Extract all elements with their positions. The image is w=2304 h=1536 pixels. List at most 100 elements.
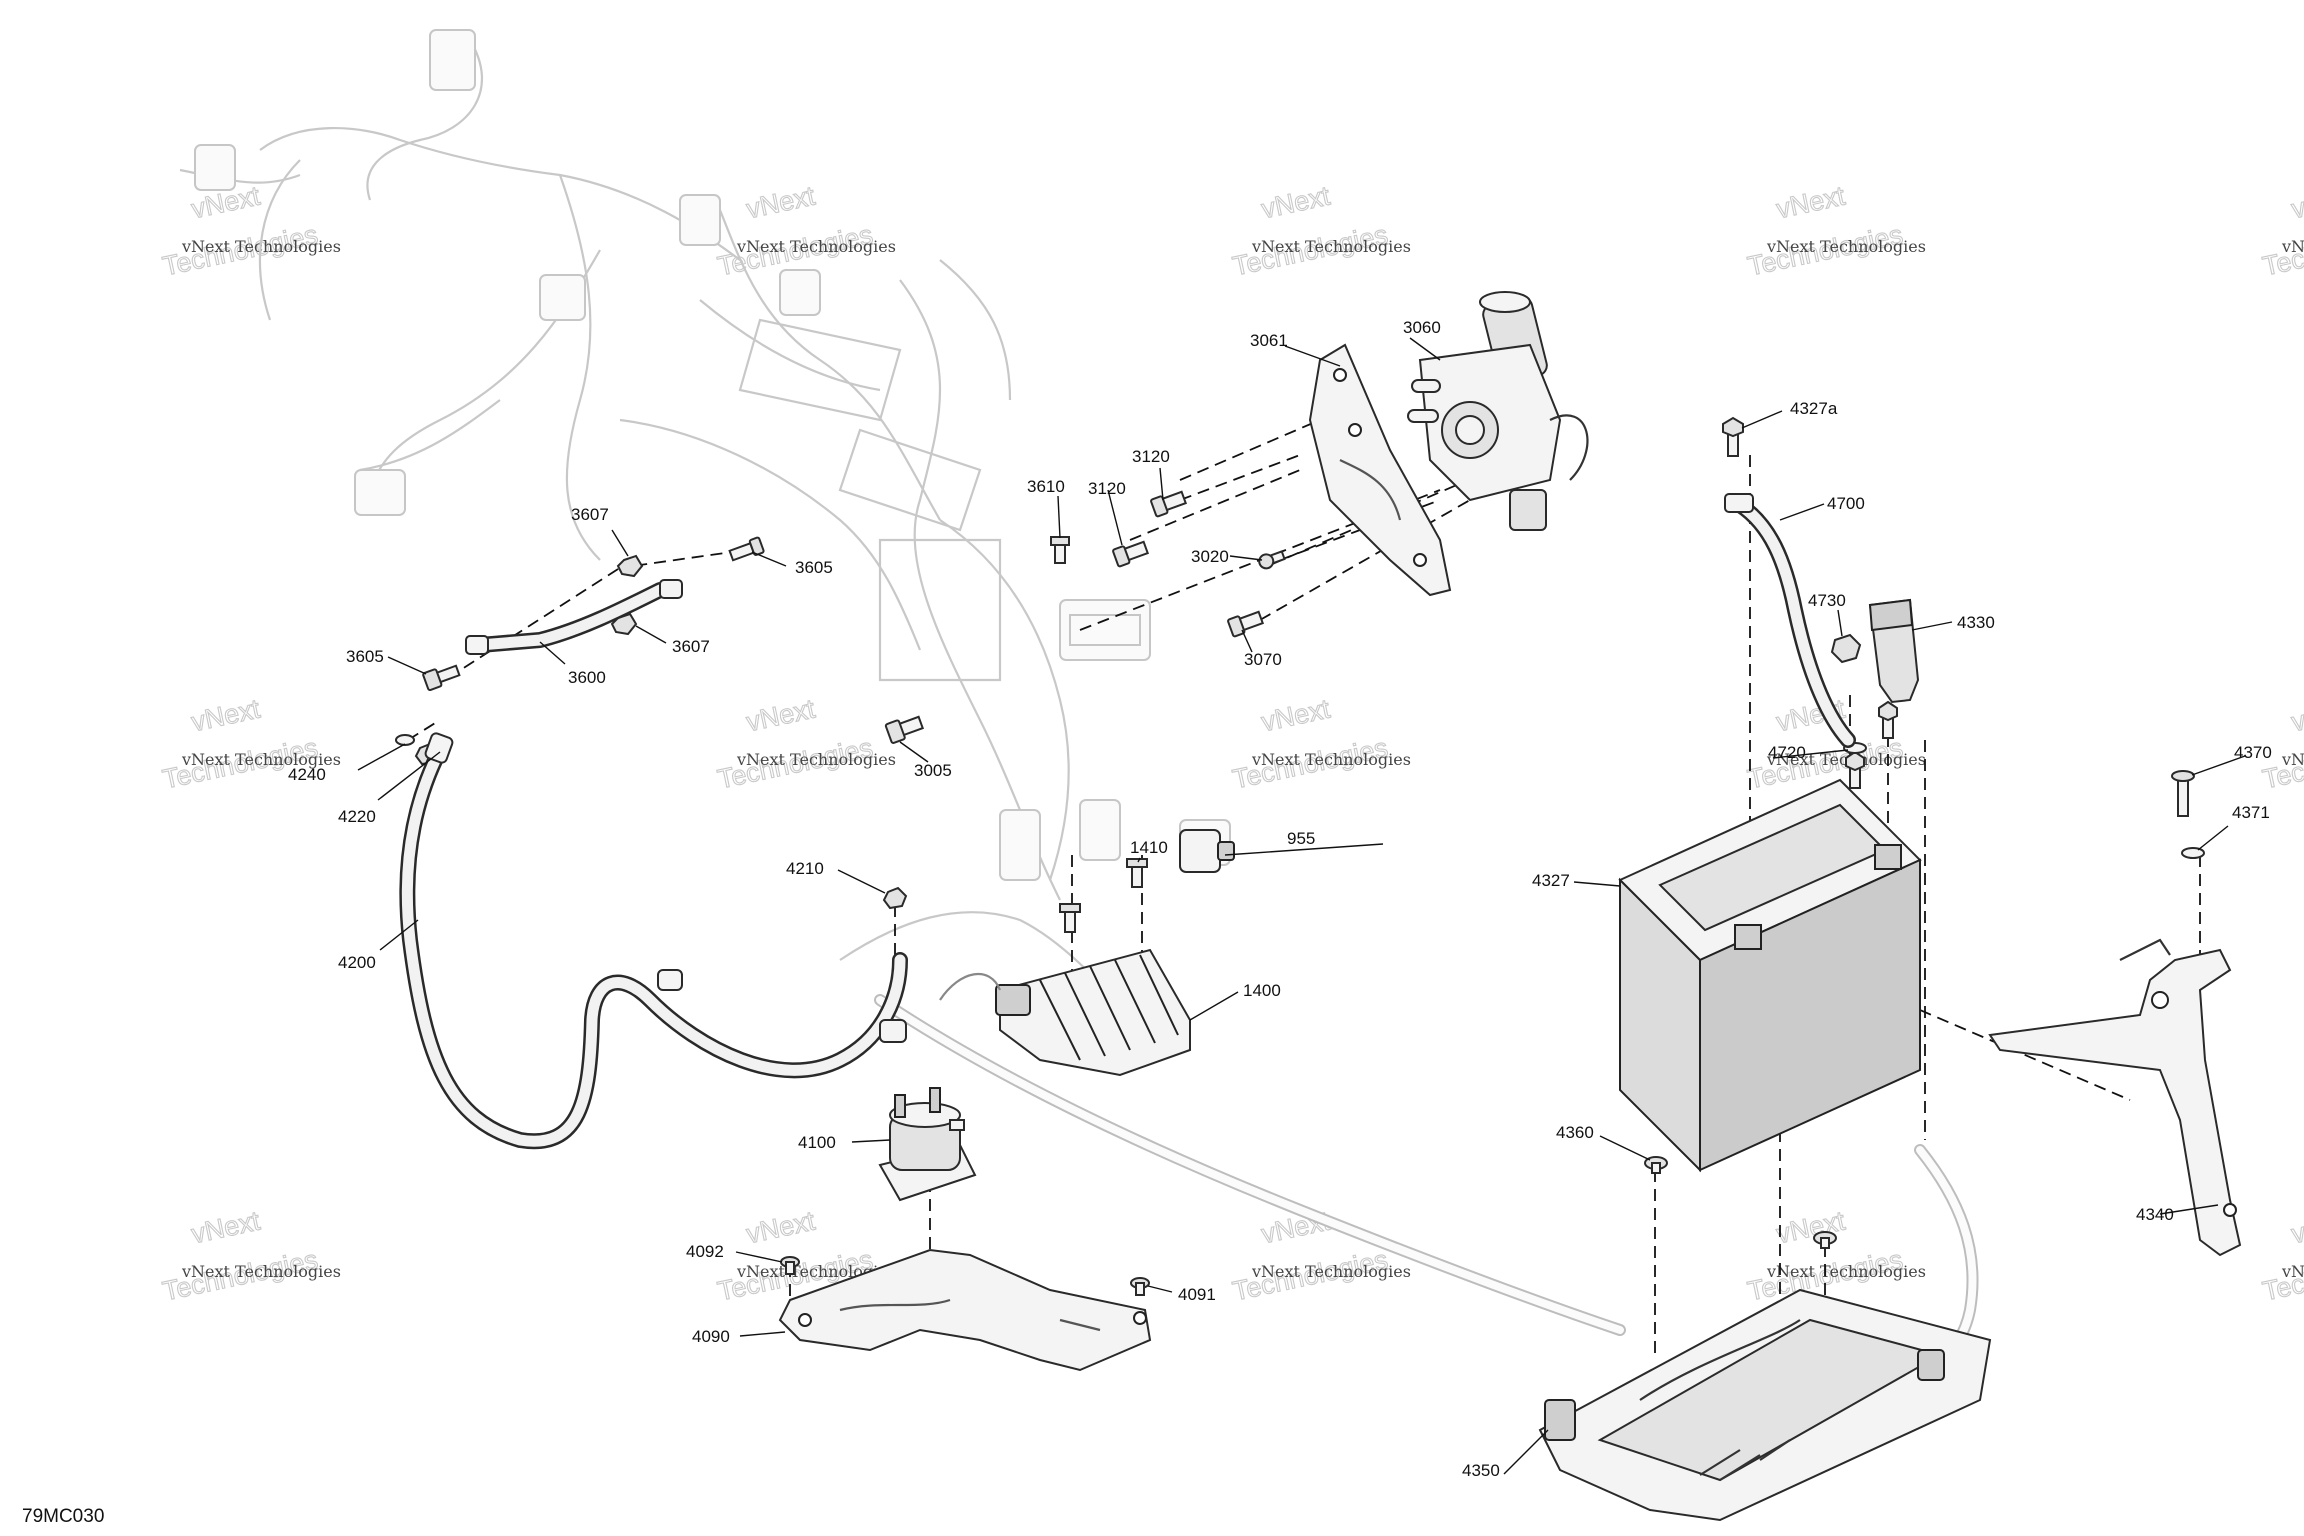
regulator-connector — [995, 984, 1031, 1016]
bolt-head — [748, 536, 765, 556]
clip-4360-b — [1813, 1231, 1837, 1249]
tray-rib — [1639, 1319, 1801, 1401]
tray-clip — [1917, 1349, 1945, 1381]
rivet-shank — [785, 1261, 795, 1275]
battery-4327 — [1618, 778, 1922, 1173]
bracket-rib — [1059, 1318, 1101, 1332]
bolt-head — [1227, 615, 1246, 638]
solenoid-terminal — [894, 1094, 906, 1118]
watermark-label: vNext Technologies — [736, 750, 896, 769]
callout-4340: 4340 — [2136, 1205, 2174, 1224]
leader-line — [1229, 555, 1263, 561]
watermark-label: vNext Technologies — [181, 750, 341, 769]
bolt-head — [1112, 545, 1131, 568]
leader-line — [2159, 1204, 2219, 1215]
cable-lug — [465, 635, 489, 655]
connector-body — [1179, 829, 1221, 873]
bolt-head — [1878, 700, 1898, 722]
harness-connector — [779, 269, 821, 316]
harness-junction — [838, 428, 982, 532]
watermark: vNext Technologies vNext Technologies — [2259, 180, 2304, 282]
assembly-line — [1259, 499, 1471, 621]
bracket-hole — [2151, 991, 2169, 1009]
leader-line — [1741, 410, 1783, 429]
bolt-4370 — [2171, 770, 2195, 817]
regulator-fin — [1089, 965, 1131, 1051]
leader-line — [1503, 1429, 1549, 1475]
harness-connector — [539, 274, 586, 321]
watermark-top-text: vNext — [1774, 1206, 1848, 1250]
bolt-3120-lower — [1112, 540, 1150, 568]
regulator-fin — [1114, 959, 1156, 1044]
regulator-body — [999, 948, 1191, 1077]
bolt-3020 — [1258, 550, 1286, 570]
harness-connector — [354, 469, 406, 516]
leader-line — [611, 529, 629, 557]
harness-branch — [259, 126, 741, 261]
washer-body — [2181, 847, 2205, 859]
nut-4210 — [882, 886, 908, 910]
bracket-3061 — [1308, 343, 1452, 597]
callout-labels: 3060 3061 3120 3120 3610 3020 3070 3607 … — [288, 318, 2272, 1480]
bolt-shank — [1131, 864, 1143, 888]
callout-3120: 3120 — [1132, 447, 1170, 466]
callout-4240: 4240 — [288, 765, 326, 784]
battery-terminal-negative — [1734, 924, 1762, 950]
leader-line — [1409, 337, 1441, 361]
callout-4210: 4210 — [786, 859, 824, 878]
watermark-top-text: vNext — [2289, 694, 2304, 738]
leader-line — [1779, 503, 1825, 521]
watermark: vNext Technologies vNext Technologies — [1229, 180, 1410, 282]
bracket-tab — [2119, 938, 2171, 961]
bracket-body — [1988, 948, 2242, 1257]
callout-4200: 4200 — [338, 953, 376, 972]
callout-955: 955 — [1287, 829, 1315, 848]
regulator-lead — [939, 972, 1002, 1001]
bolt-head — [422, 668, 443, 691]
terminal-cover-4330 — [1868, 598, 1920, 704]
callout-4327a: 4327a — [1790, 399, 1838, 418]
watermark-top-text: vNext — [2289, 1206, 2304, 1250]
harness-branch — [619, 418, 922, 651]
watermark-top-text: vNext — [744, 694, 818, 738]
harness-junction — [738, 318, 902, 422]
bracket-hole — [2223, 1203, 2237, 1217]
callout-4091: 4091 — [1178, 1285, 1216, 1304]
rivet-shank — [1135, 1282, 1145, 1296]
bracket-body — [778, 1248, 1152, 1372]
callout-3605: 3605 — [346, 647, 384, 666]
watermark-top-text: vNext — [1774, 181, 1848, 225]
harness-connector — [194, 144, 236, 191]
leader-line — [1159, 467, 1164, 501]
harness-main-run-inner — [876, 996, 1624, 1334]
nut-body — [882, 886, 908, 910]
leader-lines — [357, 337, 2246, 1475]
harness-branch — [366, 39, 483, 201]
nut-body — [616, 554, 644, 578]
connector-955 — [1179, 829, 1235, 873]
leader-line — [1284, 345, 1341, 367]
fuse-block-inner — [1069, 614, 1141, 646]
callout-3605: 3605 — [795, 558, 833, 577]
cover-top — [1868, 598, 1914, 632]
callout-3070: 3070 — [1244, 650, 1282, 669]
regulator-fin — [1039, 979, 1081, 1061]
harness-branch — [699, 299, 881, 392]
solenoid-terminal — [929, 1087, 941, 1113]
bracket-plate — [1308, 343, 1452, 597]
cable-body-inner — [474, 584, 666, 651]
bracket-hole — [1333, 368, 1347, 382]
callout-4092: 4092 — [686, 1242, 724, 1261]
assembly-line — [447, 554, 641, 679]
leader-line — [899, 741, 929, 763]
leader-line — [1837, 609, 1843, 637]
watermark-top-text: vNext — [1259, 181, 1333, 225]
watermark: vNext Technologies vNext Technologies — [2259, 1205, 2304, 1307]
callout-3607: 3607 — [571, 505, 609, 524]
harness-junction — [878, 538, 1002, 682]
leader-line — [1147, 1285, 1173, 1293]
assembly-line — [1179, 454, 1301, 501]
actuator-motor-3060 — [1407, 291, 1589, 531]
bolt-1410 — [1126, 858, 1148, 888]
callout-4370: 4370 — [2234, 743, 2272, 762]
